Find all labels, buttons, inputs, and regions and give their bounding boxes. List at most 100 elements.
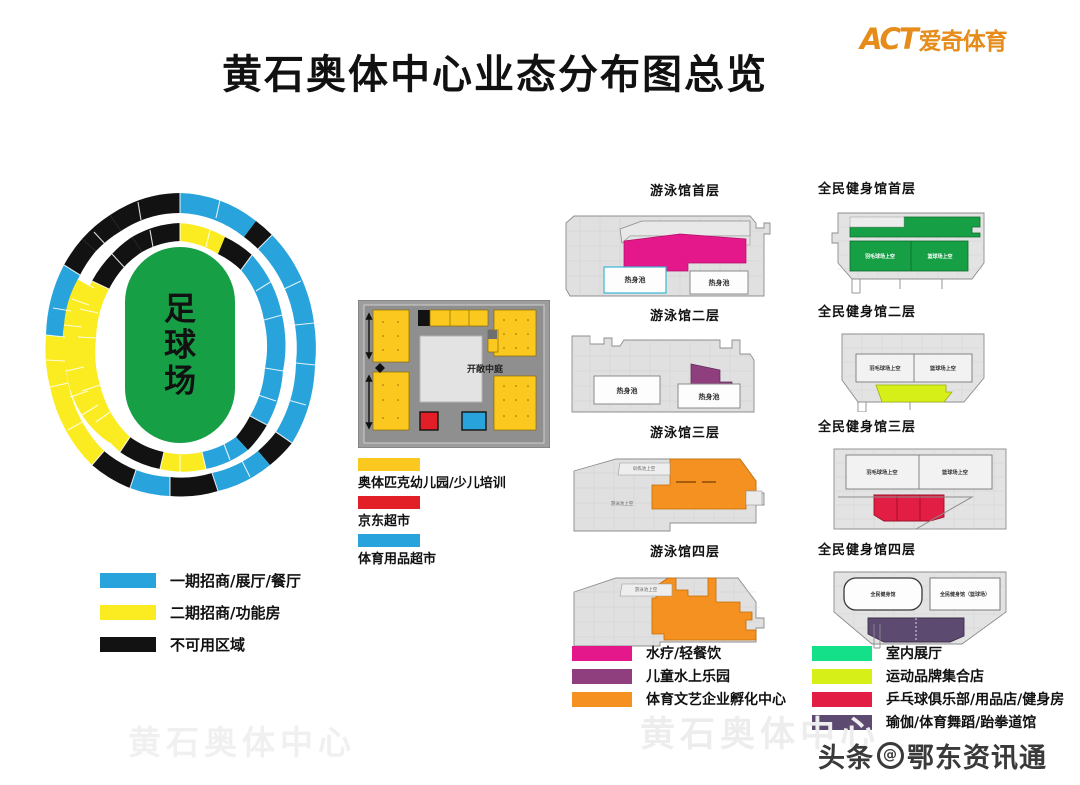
svg-text:篮球场上空: 篮球场上空: [926, 253, 952, 260]
legend-swatch-brand-store: [812, 668, 872, 684]
atrium-label: 开敞中庭: [466, 365, 503, 375]
legend-label-phase2: 二期招商/功能房: [170, 604, 281, 622]
stadium-seat-divisions: [45, 193, 316, 496]
legend-item: 体育用品超市: [358, 534, 558, 567]
legend-item: 乒乓球俱乐部/用品店/健身房: [812, 689, 1064, 709]
pool-floorplan-column: 游泳馆首层 热身池 热身池: [560, 180, 810, 654]
legend-label-kids-waterpark: 儿童水上乐园: [646, 669, 730, 685]
legend-item: 不可用区域: [100, 634, 301, 655]
legend-label-pingpong-gym: 乒乓球俱乐部/用品店/健身房: [886, 692, 1065, 708]
pool-floor-3-title: 游泳馆三层: [649, 426, 720, 441]
legend-swatch-indoor-exhibition: [812, 645, 872, 661]
svg-text:热身池: 热身池: [617, 386, 638, 395]
stadium-svg: [30, 182, 330, 508]
gym-floor-1-title: 全民健身馆首层: [818, 182, 917, 197]
legend-item: 水疗/轻餐饮: [572, 643, 786, 663]
legend-swatch-incubator: [572, 691, 632, 707]
svg-text:热身池: 热身池: [625, 275, 646, 284]
gym-floor-2-title: 全民健身馆二层: [818, 305, 917, 320]
legend-item: 体育文艺企业孵化中心: [572, 689, 786, 709]
svg-text:羽毛球场上空: 羽毛球场上空: [869, 364, 900, 372]
logo-chinese-text: 爱奇体育: [918, 29, 1008, 55]
pool-floor-3-svg: 训练池上空 游泳池上空: [573, 458, 765, 532]
gym-floor-3-svg: 羽毛球场上空 篮球场上空: [833, 448, 1007, 530]
svg-text:训练池上空: 训练池上空: [633, 465, 656, 472]
pool-floor-1-title: 游泳馆首层: [649, 184, 720, 199]
svg-text:全民健身馆: 全民健身馆: [869, 591, 895, 598]
legend-label-yoga-taekwondo: 瑜伽/体育舞蹈/跆拳道馆: [886, 715, 1037, 731]
legend-swatch-jd-supermarket: [358, 496, 420, 509]
gym-floorplan-column: 全民健身馆首层 羽毛球场上空 篮球场上空: [812, 178, 1067, 656]
mall-legend: 奥体匹克幼儿园/少儿培训 京东超市 体育用品超市: [358, 458, 558, 572]
pool-floor-1-svg: 热身池 热身池: [565, 215, 771, 297]
stadium-legend: 一期招商/展厅/餐厅 二期招商/功能房 不可用区域: [100, 570, 301, 666]
watermark-account-name: 鄂东资讯通: [907, 743, 1047, 774]
watermark-source: 头条 @ 鄂东资讯通: [818, 736, 1047, 775]
gym-floor-4-svg: 全民健身馆 全民健身馆（篮球场）: [833, 571, 1007, 649]
pool-floor-4-svg: 游泳池上空: [573, 577, 765, 647]
legend-swatch-kindergarten: [358, 458, 420, 471]
legend-swatch-pingpong-gym: [812, 691, 872, 707]
legend-swatch-phase1: [100, 573, 156, 588]
legend-item: 京东超市: [358, 496, 558, 529]
pool-floor-4: 游泳馆四层 游泳池上空: [560, 541, 810, 650]
watermark-faint-right: 黄石奥体中心: [640, 715, 881, 755]
gym-floor-2-svg: 羽毛球场上空 篮球场上空: [841, 333, 985, 413]
svg-text:热身池: 热身池: [709, 278, 730, 287]
legend-swatch-phase2: [100, 605, 156, 620]
logo-main-text: ACT: [860, 22, 919, 56]
legend-label-unavailable: 不可用区域: [170, 636, 246, 654]
legend-item: 奥体匹克幼儿园/少儿培训: [358, 458, 558, 491]
legend-label-kindergarten: 奥体匹克幼儿园/少儿培训: [358, 476, 506, 491]
legend-item: 运动品牌集合店: [812, 666, 1064, 686]
gym-floor-1-svg: 羽毛球场上空 篮球场上空: [831, 212, 985, 294]
legend-item: 一期招商/展厅/餐厅: [100, 570, 301, 591]
pool-floor-2: 游泳馆二层 热身池 热身池: [560, 305, 810, 418]
svg-text:全民健身馆（篮球场）: 全民健身馆（篮球场）: [939, 591, 990, 598]
watermark-prefix: 头条: [818, 743, 874, 774]
gym-floor-3: 全民健身馆三层 羽毛球场上空 篮球场上空: [812, 416, 1067, 535]
svg-text:热身池: 热身池: [699, 392, 720, 401]
legend-label-incubator: 体育文艺企业孵化中心: [646, 692, 786, 708]
gym-floor-1: 全民健身馆首层 羽毛球场上空 篮球场上空: [812, 178, 1067, 297]
svg-text:游泳池上空: 游泳池上空: [611, 500, 634, 507]
stadium-diagram: 足球场: [20, 175, 340, 515]
pool-floor-4-title: 游泳馆四层: [649, 545, 720, 560]
mall-plan-svg: [357, 299, 551, 449]
page-title: 黄石奥体中心业态分布图总览: [222, 52, 768, 98]
stadium-outer-ring: [45, 193, 316, 497]
legend-label-indoor-exhibition: 室内展厅: [886, 646, 942, 662]
legend-label-brand-store: 运动品牌集合店: [886, 669, 984, 685]
at-icon: @: [877, 742, 904, 769]
legend-swatch-unavailable: [100, 637, 156, 652]
pool-floor-3: 游泳馆三层 训练池上空 游泳池上空: [560, 422, 810, 537]
pool-floor-1: 游泳馆首层 热身池 热身池: [560, 180, 810, 301]
legend-swatch-sports-supermarket: [358, 534, 420, 547]
gym-legend: 室内展厅 运动品牌集合店 乒乓球俱乐部/用品店/健身房 瑜伽/体育舞蹈/跆拳道馆: [812, 643, 1064, 735]
svg-text:篮球场上空: 篮球场上空: [929, 364, 956, 372]
pool-floor-2-title: 游泳馆二层: [649, 309, 720, 324]
gym-floor-3-title: 全民健身馆三层: [818, 420, 917, 435]
gym-floor-4-title: 全民健身馆四层: [818, 543, 917, 558]
gym-floor-4: 全民健身馆四层 全民健身馆 全民健身馆（篮球场）: [812, 539, 1067, 652]
legend-item: 瑜伽/体育舞蹈/跆拳道馆: [812, 712, 1064, 732]
legend-swatch-yoga-taekwondo: [812, 714, 872, 730]
pool-floor-2-svg: 热身池 热身池: [571, 335, 755, 413]
legend-swatch-kids-waterpark: [572, 668, 632, 684]
act-logo: ACT 爱奇体育: [860, 22, 1008, 56]
legend-label-sports-supermarket: 体育用品超市: [358, 552, 437, 567]
pitch-label: 足球场: [163, 289, 196, 399]
legend-label-phase1: 一期招商/展厅/餐厅: [170, 572, 301, 590]
legend-item: 室内展厅: [812, 643, 1064, 663]
legend-swatch-spa: [572, 645, 632, 661]
watermark-faint-left: 黄石奥体中心: [128, 723, 356, 762]
football-pitch: [125, 247, 235, 443]
gym-floor-2: 全民健身馆二层 羽毛球场上空 篮球场上空: [812, 301, 1067, 413]
mall-floor-plan: 开敞中庭: [357, 299, 551, 449]
svg-text:篮球场上空: 篮球场上空: [941, 468, 968, 476]
stadium-left-band: [62, 279, 121, 443]
legend-label-jd-supermarket: 京东超市: [358, 514, 411, 529]
legend-item: 二期招商/功能房: [100, 602, 301, 623]
svg-text:羽毛球场上空: 羽毛球场上空: [866, 468, 897, 476]
